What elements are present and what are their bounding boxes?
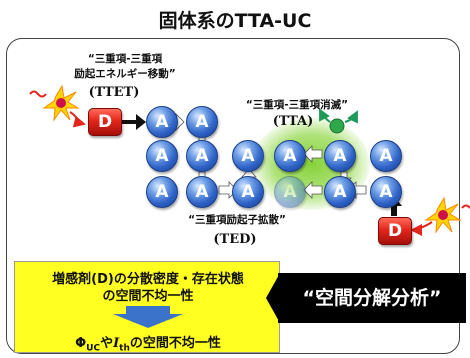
donor-right: D (378, 217, 412, 245)
ted-label-line1: “三重項励起子拡散” (188, 214, 286, 226)
spatial-analysis-banner: “空間分解分析” (278, 273, 466, 323)
right-wavy-arrow (461, 204, 470, 209)
ttet-arrow (121, 114, 146, 130)
acceptor-r2c5: A (324, 140, 356, 172)
acceptor-r1c2: A (186, 106, 218, 138)
emission-ray-right (344, 110, 358, 124)
acceptor-r2c6: A (370, 140, 402, 172)
box-line3: ΦUCやIthの空間不均一性 (15, 332, 281, 354)
left-photon-icon (56, 98, 66, 108)
acceptor-r2c1: A (146, 140, 178, 172)
box-line3-end: の空間不均一性 (129, 336, 221, 351)
arrow-left-row3-b (303, 181, 323, 199)
donor-left: D (88, 108, 122, 136)
right-photon-icon (438, 210, 448, 220)
arrow-left-row2 (303, 145, 323, 163)
acceptor-r3c1: A (146, 176, 178, 208)
right-excitation-light (410, 196, 470, 236)
box-down-arrow (113, 306, 183, 328)
acceptor-r2c2: A (186, 140, 218, 172)
inhomogeneity-box: 増感剤(D)の分散密度・存在状態 の空間不均一性 ΦUCやIthの空間不均一性 (14, 261, 281, 354)
acceptor-r3c5: A (324, 176, 356, 208)
tta-label-line1: “三重項-三重項消滅” (245, 99, 349, 111)
acceptor-r3c2: A (186, 176, 218, 208)
diagram-title: 固体系のTTA-UC (158, 10, 312, 32)
acceptor-r3c4: A (274, 176, 306, 208)
acceptor-r1c1: A (146, 106, 178, 138)
ttet-label-line1: “三重項-三重項 (87, 53, 163, 65)
banner-pointer (266, 273, 280, 323)
ttet-label-line2: 励起エネルギー移動” (74, 68, 176, 80)
upconverted-emission (319, 108, 358, 134)
acceptor-r2c4: A (274, 140, 306, 172)
acceptor-r3c3: A (232, 176, 264, 208)
phi-symbol: Φ (75, 336, 87, 351)
tta-abbr: (TTA) (272, 114, 314, 129)
acceptor-r2c3: A (232, 140, 264, 172)
left-excitation-light (29, 84, 86, 128)
phi-subscript: UC (86, 343, 101, 354)
box-line3-mid: や (100, 336, 114, 351)
emission-photon-icon (329, 118, 345, 134)
box-line2: の空間不均一性 (102, 289, 194, 304)
i-subscript: th (119, 343, 130, 354)
acceptor-r3c6: A (370, 176, 402, 208)
i-symbol: I (113, 336, 120, 351)
ted-abbr: (TED) (213, 232, 257, 247)
ttet-abbr: (TTET) (88, 85, 140, 100)
box-line1: 増感剤(D)の分散密度・存在状態 (52, 272, 244, 287)
emission-ray-left (319, 108, 331, 123)
left-wavy-arrow (29, 90, 47, 98)
